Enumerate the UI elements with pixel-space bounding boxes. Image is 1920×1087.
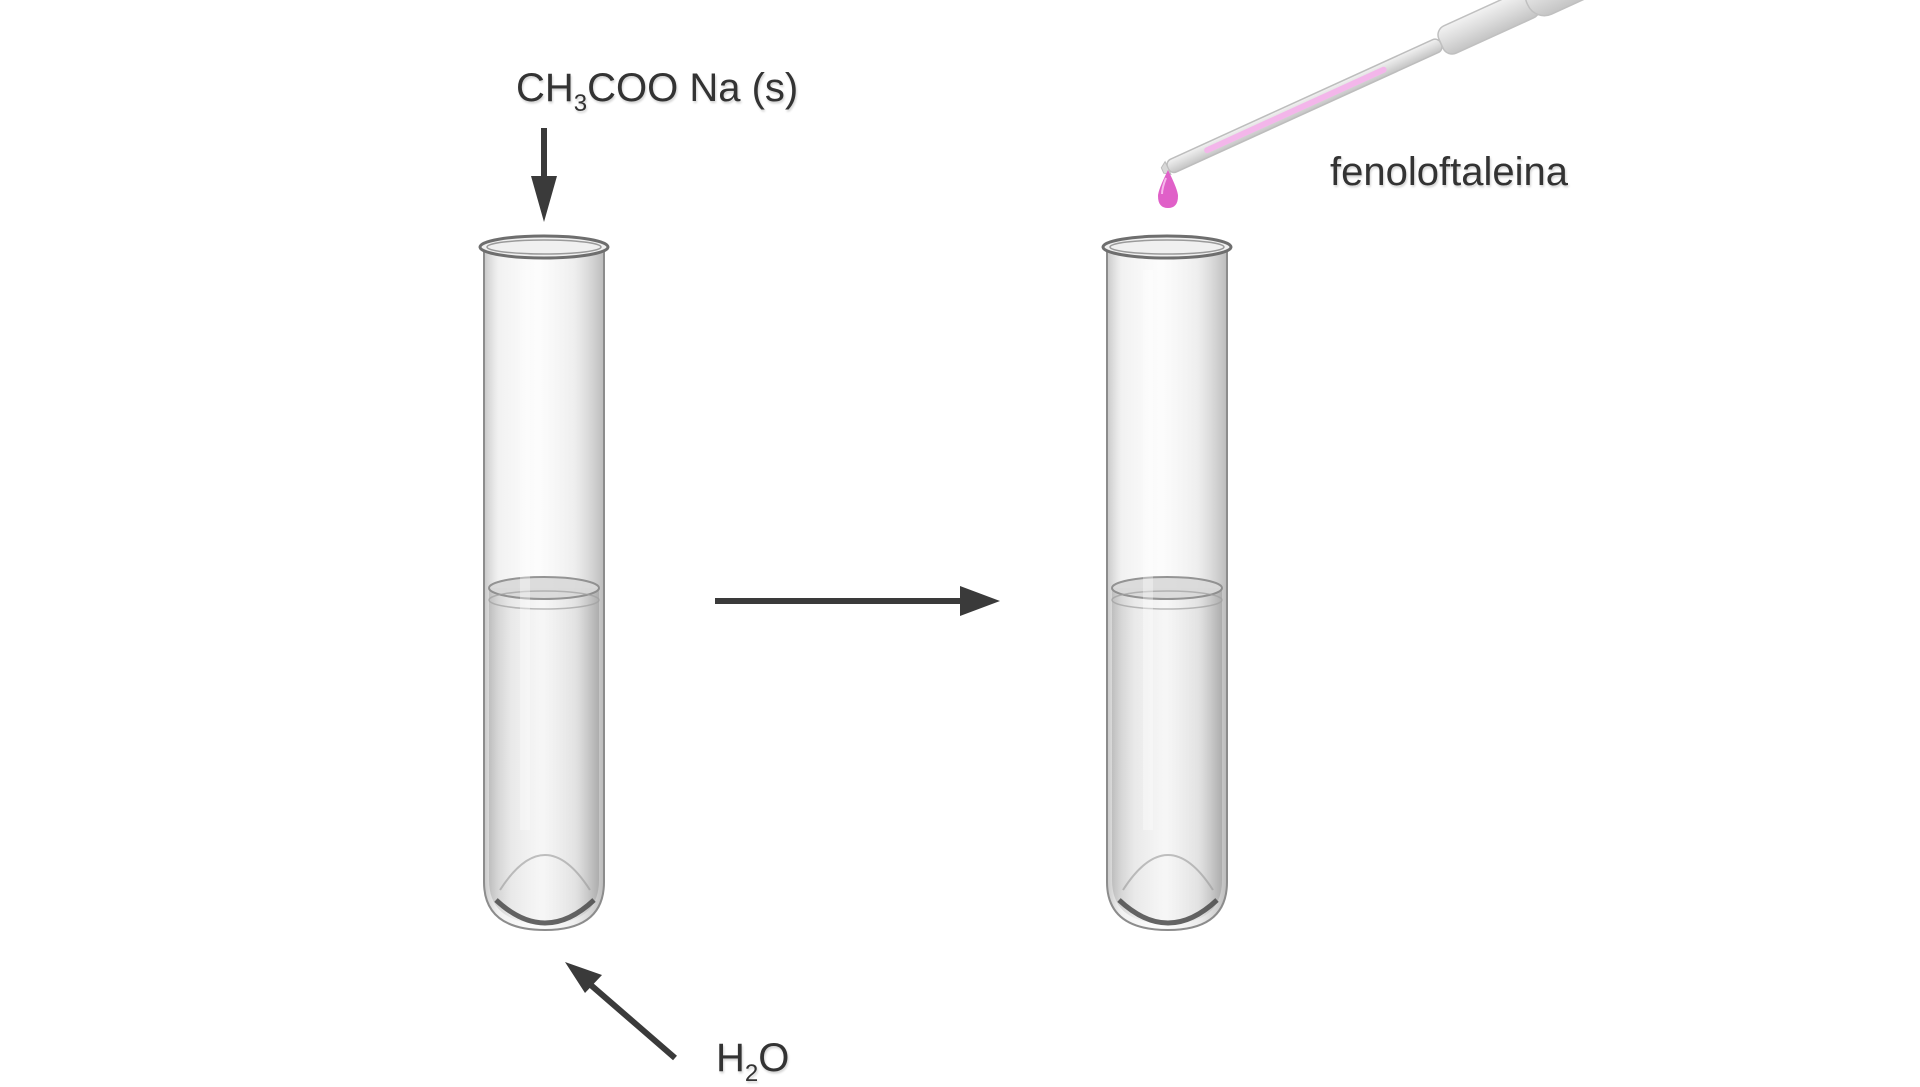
- pipette-icon: [1160, 0, 1676, 176]
- indicator-label: fenoloftaleina: [1330, 150, 1568, 194]
- test-tube-icon: [478, 234, 610, 932]
- arrow-icon: [565, 962, 677, 1061]
- arrow-icon: [531, 128, 557, 222]
- water-label: H2O: [716, 1036, 790, 1087]
- drop-icon: [1158, 170, 1178, 208]
- arrow-icon: [715, 586, 1000, 616]
- reagent-label: CH3COO Na (s): [516, 66, 799, 117]
- test-tube-icon: [1101, 234, 1233, 932]
